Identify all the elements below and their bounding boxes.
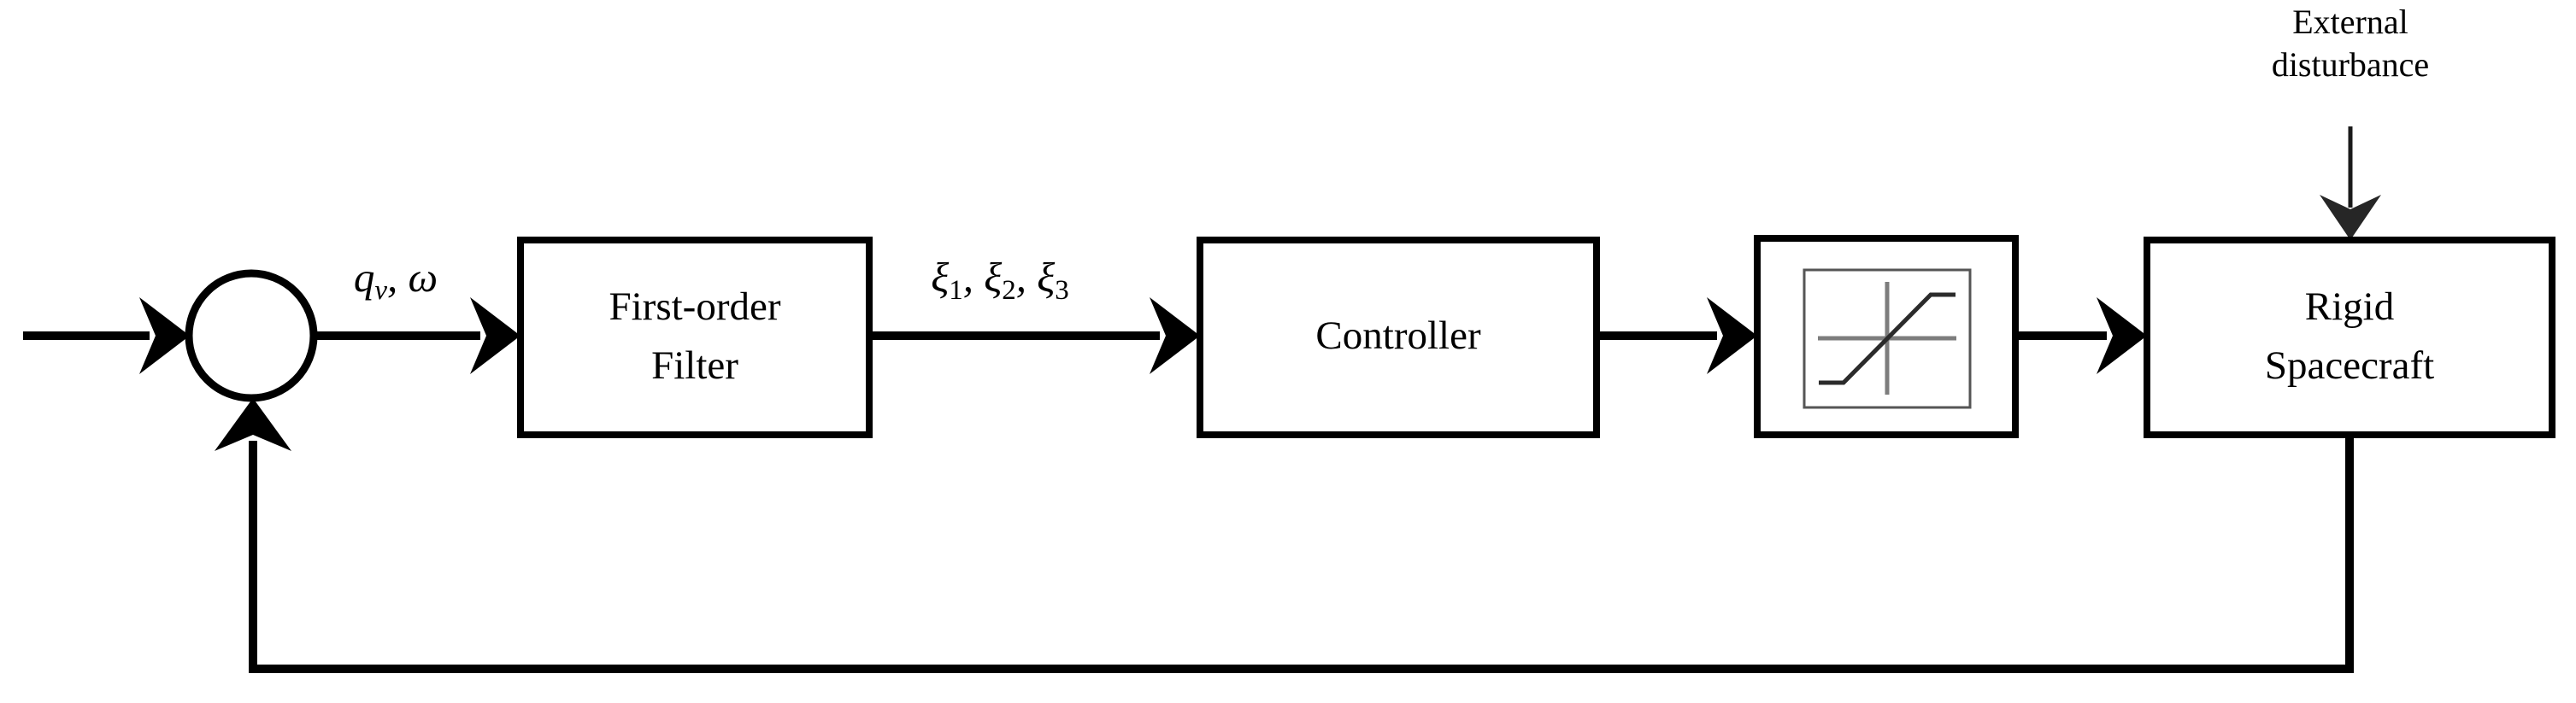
arrow-head-icon [1150, 297, 1200, 374]
summing-junction[interactable] [185, 269, 318, 402]
arrow-head-icon [470, 297, 520, 374]
signal-xi-2-subscript: 2 [1002, 275, 1016, 306]
signal-xi-1-subscript: 1 [949, 275, 963, 306]
block-label-first-order-filter-line2: Filter [651, 343, 738, 388]
external-disturbance-label-line1: External [2292, 3, 2408, 41]
wire-controller-to-saturation [1597, 297, 1757, 374]
signal-q-symbol: q [354, 254, 375, 301]
signal-xi-sep-1: , [963, 254, 985, 301]
arrow-head-icon [2097, 297, 2147, 374]
block-label-first-order-filter-line1: First-order [609, 284, 780, 329]
external-disturbance-label-line2: disturbance [2272, 45, 2429, 84]
block-rigid-spacecraft[interactable]: Rigid Spacecraft [2144, 237, 2555, 438]
signal-xi-1-symbol: ξ [931, 254, 949, 301]
block-label-rigid-spacecraft-line1: Rigid [2305, 284, 2394, 329]
saturation-curve-icon [1803, 268, 1972, 409]
wire-saturation-to-spacecraft [2015, 297, 2147, 374]
signal-separator: , [387, 254, 409, 301]
signal-xi-sep-2: , [1016, 254, 1038, 301]
signal-omega-symbol: ω [409, 254, 438, 301]
block-first-order-filter[interactable]: First-order Filter [517, 237, 873, 438]
external-disturbance-annotation: External disturbance [2272, 3, 2429, 240]
reference-input-wire [23, 297, 190, 374]
arrow-head-icon [2320, 195, 2381, 240]
wire-sum-to-filter [314, 297, 520, 374]
signal-q-subscript: v [374, 275, 387, 306]
signal-label-xi-group: ξ1, ξ2, ξ3 [931, 254, 1068, 305]
block-label-rigid-spacecraft-line2: Spacecraft [2265, 343, 2434, 388]
feedback-path-wire [215, 398, 2354, 673]
arrow-head-icon [1707, 297, 1757, 374]
arrow-head-icon [215, 398, 291, 451]
signal-label-qv-omega: qv, ω [354, 254, 438, 305]
signal-xi-3-subscript: 3 [1055, 275, 1069, 306]
block-saturation[interactable] [1754, 235, 2019, 438]
signal-xi-2-symbol: ξ [984, 254, 1002, 301]
block-controller[interactable]: Controller [1197, 237, 1600, 438]
wire-filter-to-controller [869, 297, 1200, 374]
block-label-controller: Controller [1315, 313, 1481, 358]
arrow-head-icon [139, 297, 190, 374]
signal-xi-3-symbol: ξ [1037, 254, 1055, 301]
